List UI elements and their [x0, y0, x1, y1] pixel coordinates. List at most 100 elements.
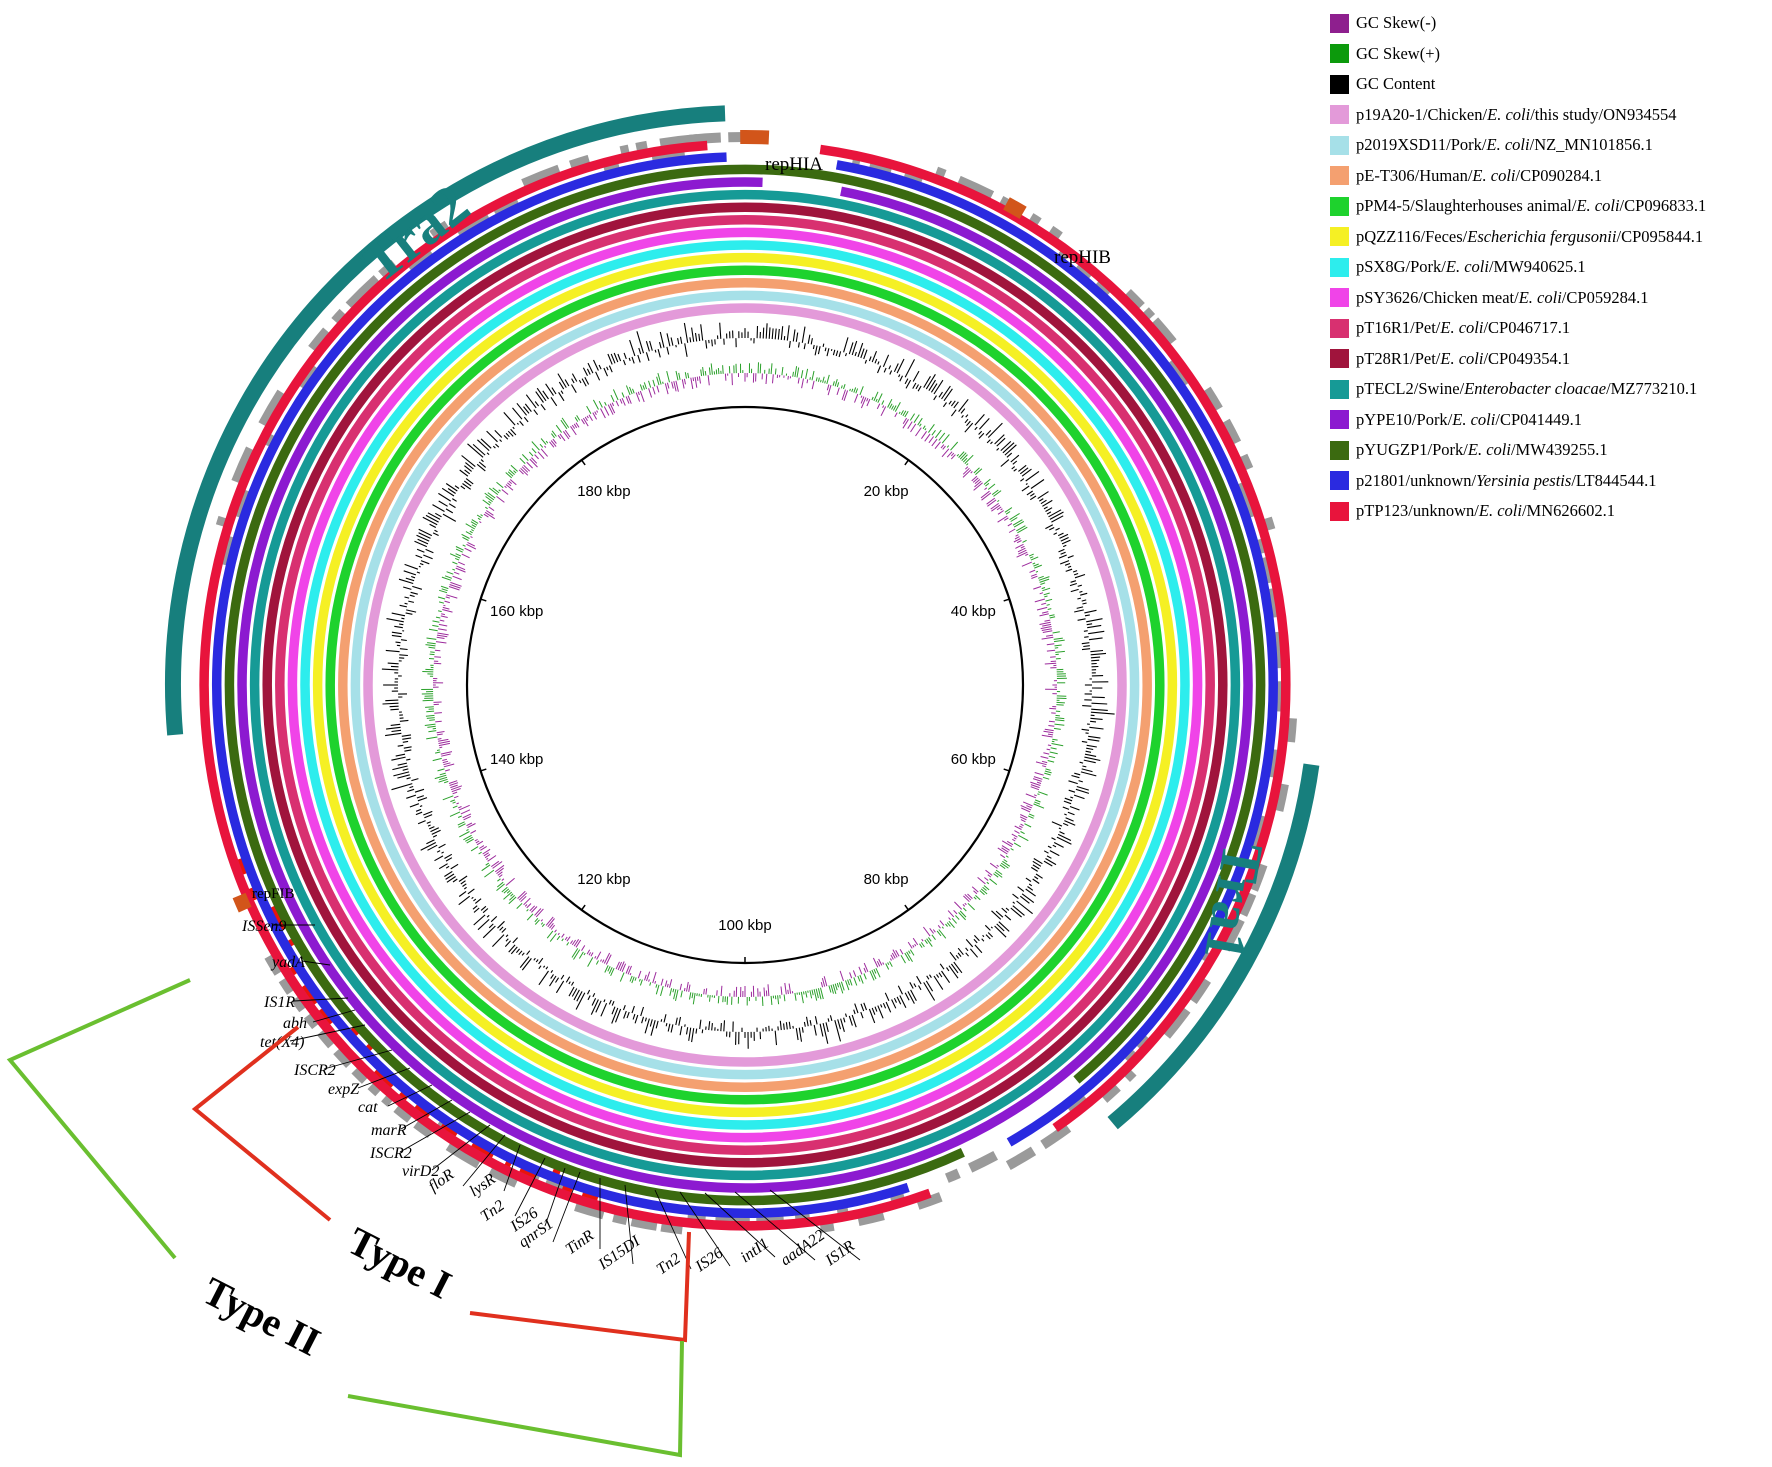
gc-content-bar	[558, 392, 565, 402]
gc-content-bar	[397, 762, 408, 766]
gc-content-bar	[565, 976, 571, 983]
gc-skew-bar	[642, 385, 645, 390]
gc-content-bar	[438, 843, 446, 849]
gc-skew-bar	[1008, 528, 1016, 533]
gc-content-bar	[1070, 796, 1074, 799]
gc-content-bar	[391, 612, 406, 617]
legend-item: pSY3626/Chicken meat/E. coli/CP059284.1	[1330, 283, 1766, 314]
gc-content-bar	[918, 985, 922, 991]
gc-skew-bar	[964, 454, 974, 464]
gene-block	[1248, 863, 1268, 892]
gc-skew-bar	[571, 948, 579, 958]
gc-skew-bar	[1013, 837, 1017, 840]
gc-skew-bar	[898, 411, 901, 414]
gene-label: ISSen9	[241, 918, 286, 935]
gc-content-bar	[1017, 886, 1025, 892]
gc-content-bar	[946, 967, 950, 972]
gc-content-bar	[512, 426, 515, 430]
gc-content-bar	[446, 876, 456, 883]
gc-content-bar	[464, 469, 471, 475]
gc-content-bar	[480, 905, 487, 911]
gc-skew-bar	[1000, 508, 1003, 511]
gc-skew-bar	[438, 778, 448, 783]
gc-skew-bar	[534, 917, 539, 923]
gc-skew-bar	[821, 977, 826, 987]
gc-content-bar	[444, 870, 453, 877]
gc-skew-bar	[859, 386, 864, 396]
gc-skew-bar	[428, 730, 437, 733]
gc-skew-bar	[1023, 801, 1033, 807]
gc-content-bar	[893, 363, 899, 373]
gc-skew-bar	[526, 461, 533, 469]
gc-skew-bar	[999, 864, 1006, 870]
legend-swatch	[1330, 166, 1349, 186]
gc-skew-bar	[518, 892, 528, 901]
gc-content-bar	[595, 371, 601, 381]
tick-label: 140 kbp	[490, 751, 543, 768]
gc-skew-bar	[1030, 786, 1040, 791]
gc-skew-bar	[997, 847, 1008, 855]
gc-skew-bar	[588, 952, 592, 956]
gc-content-bar	[385, 699, 399, 702]
gc-content-bar	[399, 648, 408, 651]
gc-content-bar	[834, 1020, 842, 1042]
gc-skew-bar	[987, 483, 996, 490]
gc-skew-bar	[889, 958, 892, 961]
legend-label: pT28R1/Pet/E. coli/CP049354.1	[1356, 348, 1571, 368]
gc-skew-bar	[1012, 519, 1023, 526]
gc-skew-bar	[466, 838, 474, 844]
legend-swatch	[1330, 379, 1349, 399]
gc-skew-bar	[1034, 598, 1046, 603]
gc-skew-bar	[794, 992, 797, 1001]
gc-content-bar	[473, 907, 480, 913]
gc-content-bar	[486, 430, 498, 443]
gc-skew-bar	[1056, 704, 1064, 706]
gc-skew-bar	[985, 869, 993, 876]
gc-skew-bar	[537, 451, 545, 460]
gc-skew-bar	[783, 994, 786, 1002]
gc-skew-bar	[967, 893, 973, 899]
gc-content-bar	[942, 402, 947, 408]
gc-skew-bar	[436, 634, 448, 638]
gc-skew-bar	[531, 457, 538, 464]
gc-content-bar	[401, 734, 412, 737]
gc-skew-bar	[1013, 520, 1025, 528]
gc-content-bar	[1040, 499, 1047, 505]
gc-skew-bar	[994, 871, 1003, 878]
gc-skew-bar	[1046, 748, 1051, 751]
gc-skew-bar	[830, 984, 834, 994]
gc-skew-bar	[608, 967, 613, 974]
gene-leader-line	[514, 1157, 546, 1217]
gc-skew-bar	[508, 896, 517, 905]
gc-content-bar	[1019, 895, 1030, 904]
gene-leader-line	[679, 1191, 731, 1267]
gc-skew-bar	[834, 379, 838, 387]
comparison-ring-segment	[237, 177, 1253, 1193]
tick-mark	[1003, 768, 1010, 772]
gc-content-bar	[923, 982, 936, 1001]
legend-item: p2019XSD11/Pork/E. coli/NZ_MN101856.1	[1330, 130, 1766, 161]
gc-skew-bar	[501, 878, 505, 881]
gc-skew-bar	[566, 942, 570, 946]
outer-gene-track	[215, 132, 1297, 1235]
gc-skew-bar	[1047, 608, 1052, 610]
gc-skew-bar	[761, 996, 764, 1007]
gc-content-bar	[564, 379, 570, 387]
gc-content-bar	[416, 571, 421, 574]
gc-skew-bar	[1027, 815, 1034, 819]
gene-block	[351, 1066, 369, 1084]
tra1-arc	[1107, 763, 1320, 1130]
gc-skew-bar	[455, 557, 460, 561]
gc-content-bar	[414, 788, 425, 793]
gc-skew-bar	[1036, 781, 1042, 784]
gc-skew-bar	[615, 961, 620, 970]
gc-skew-bar	[788, 983, 792, 994]
gene-leader-line	[704, 1192, 776, 1258]
gc-skew-bar	[556, 935, 561, 941]
rephia-label: repHIA	[765, 154, 823, 175]
gc-skew-bar	[1033, 794, 1037, 797]
type1-bracket-left	[191, 1025, 332, 1222]
tick-mark	[480, 768, 487, 772]
gene-block	[220, 535, 238, 567]
gc-content-bar	[785, 1022, 788, 1030]
